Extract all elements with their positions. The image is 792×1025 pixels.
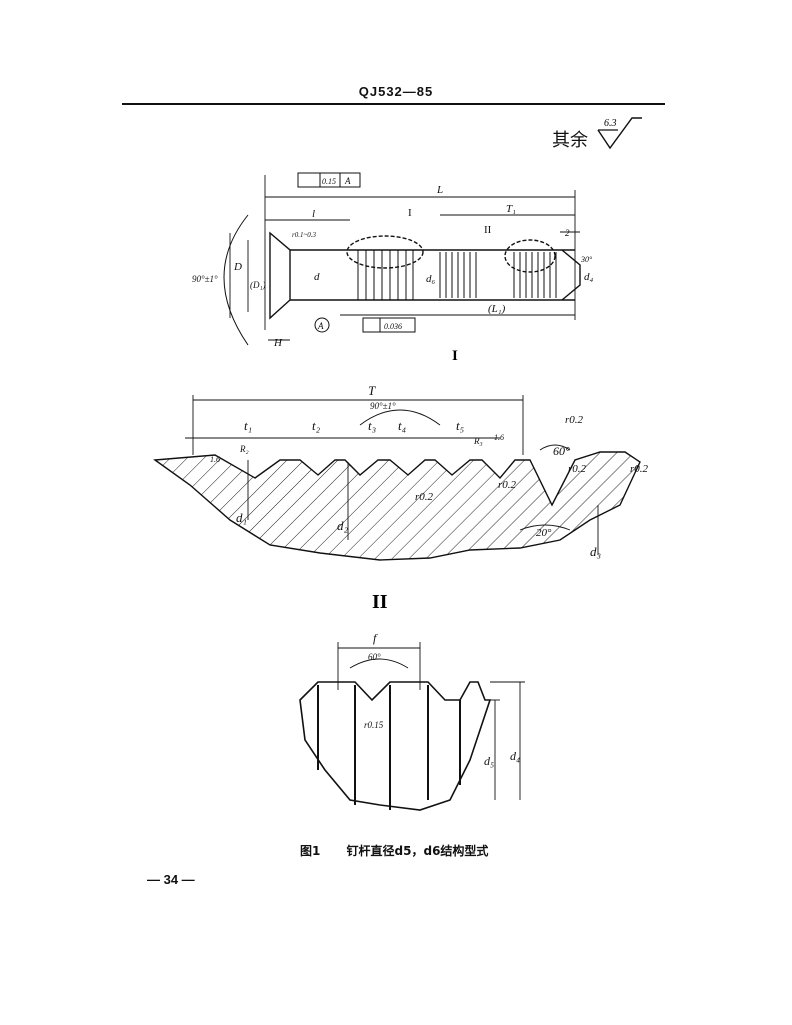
- dim-d3: d₃: [590, 544, 601, 559]
- standard-header: QJ532—85: [358, 84, 434, 99]
- roughness-value: 6.3: [604, 118, 617, 129]
- page-number: — 34 —: [147, 872, 195, 887]
- dim-D1: (D₁): [250, 280, 266, 290]
- position-tolerance: 0.15: [322, 177, 336, 186]
- dim-d1: d₁: [236, 510, 247, 525]
- dim-groove-angle: 90°±1°: [370, 401, 396, 411]
- roughness-1-6-a: 1.6: [210, 455, 220, 464]
- dim-t5: t₅: [456, 418, 464, 433]
- dim-T: T: [368, 383, 376, 398]
- dim-angle: 90°±1°: [192, 274, 218, 284]
- angle-60: 60°: [553, 444, 570, 458]
- view-I-title: I: [452, 348, 458, 364]
- thread-detail-view: f 60° r0.15 d₅ d₄: [299, 631, 525, 811]
- dim-t4: t₄: [398, 418, 407, 433]
- radius-r02-a: r0.2: [565, 414, 584, 426]
- radius-r02-c: r0.2: [498, 479, 517, 491]
- dim-t3: t₃: [368, 418, 376, 433]
- angle-60-ii: 60°: [368, 652, 381, 662]
- dim-d4-ii: d₄: [510, 749, 520, 763]
- figure-caption-text: 钉杆直径d5，d6结构型式: [346, 844, 489, 858]
- callout-II: II: [484, 224, 492, 236]
- callout-I: I: [408, 207, 412, 219]
- radius-r015: r0.15: [364, 720, 384, 730]
- dim-f: f: [373, 631, 378, 645]
- dim-t2: t₂: [312, 418, 321, 433]
- dim-R3: R₃: [473, 436, 483, 446]
- figure-caption: 图1 钉杆直径d5，d6结构型式: [300, 842, 488, 859]
- dim-d: d: [314, 271, 320, 283]
- flat-tolerance: 0.036: [384, 322, 402, 331]
- roughness-1-6-b: 1.6: [494, 433, 504, 442]
- datum-label: A: [317, 321, 324, 331]
- dim-t1: t₁: [244, 418, 252, 433]
- dim-chamfer: 2: [565, 228, 570, 238]
- roughness-prefix: 其余: [552, 130, 588, 151]
- dim-L: L: [436, 184, 443, 196]
- radius-r02-b: r0.2: [415, 491, 434, 503]
- angle-20: 20°: [536, 527, 552, 539]
- roughness-note: 其余: [552, 126, 588, 152]
- radius-r02-d: r0.2: [568, 463, 587, 475]
- view1-labels: L l T₁ (L₁) d d₆ d₄ D (D₁) H 90°±1° 2 30…: [192, 176, 594, 349]
- header-rule: [122, 103, 665, 105]
- dim-d5: d₅: [484, 754, 494, 768]
- roughness-symbol: 6.3: [597, 117, 642, 150]
- datum-ref: A: [344, 176, 351, 186]
- dim-T1: T₁: [506, 203, 516, 215]
- dim-angle30: 30°: [580, 255, 593, 264]
- dim-H: H: [273, 337, 283, 349]
- dim-l: l: [312, 208, 315, 220]
- dim-d6: d₆: [426, 273, 436, 285]
- view-II-title: II: [372, 591, 388, 613]
- dim-D: D: [233, 261, 242, 273]
- rivet-elevation-view: [223, 172, 581, 346]
- radius-r02-e: r0.2: [630, 463, 649, 475]
- groove-profile-view: T 90°±1° t₁ t₂ t₃ t₄ t₅ R₂ R₃ r0.2 r0.2 …: [153, 383, 649, 561]
- dim-d4: d₄: [584, 271, 594, 283]
- dim-d2: d₂: [337, 518, 349, 533]
- dim-L1: (L₁): [488, 303, 506, 315]
- head-radius: r0.1~0.3: [292, 231, 317, 239]
- figure-number: 图1: [300, 844, 321, 858]
- dim-R2: R₂: [239, 444, 249, 454]
